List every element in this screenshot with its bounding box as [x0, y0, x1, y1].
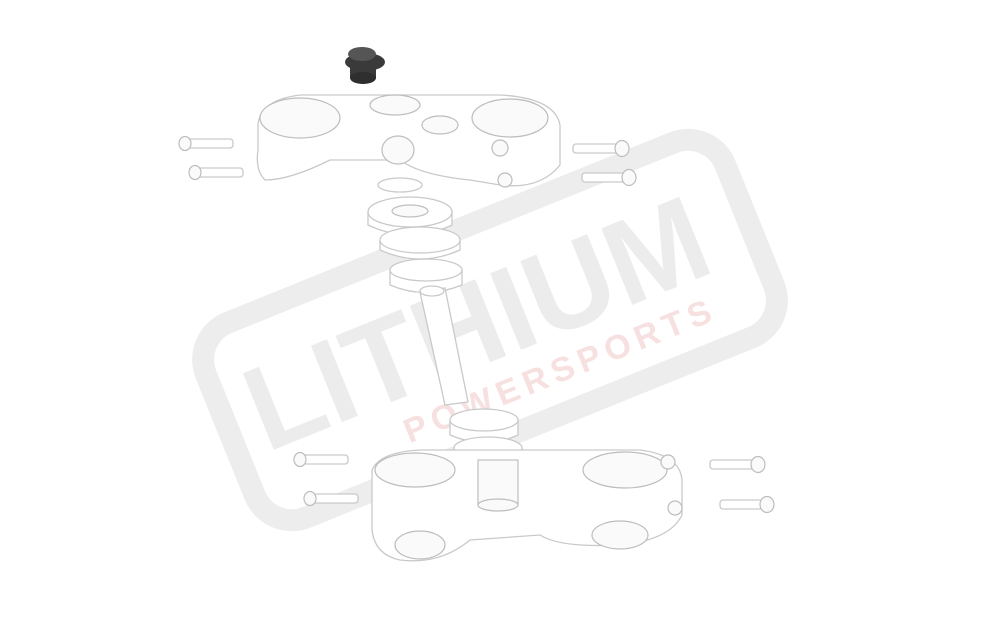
bolt[interactable] [303, 490, 359, 507]
upper-bearing[interactable] [379, 226, 461, 260]
bolt[interactable] [719, 495, 775, 514]
bolt[interactable] [178, 135, 234, 152]
upper-race[interactable] [389, 258, 463, 294]
upper-triple-clamp[interactable] [256, 94, 561, 188]
bolt[interactable] [572, 139, 630, 158]
steering-stem[interactable] [419, 285, 469, 406]
lower-bearing[interactable] [449, 408, 519, 444]
bolt[interactable] [581, 168, 637, 187]
top-nut[interactable] [345, 47, 385, 84]
bolt[interactable] [293, 451, 349, 468]
lower-triple-clamp[interactable] [371, 449, 683, 562]
bolt[interactable] [709, 455, 766, 474]
bolt[interactable] [188, 164, 244, 181]
dust-seal-ring[interactable] [377, 177, 423, 193]
